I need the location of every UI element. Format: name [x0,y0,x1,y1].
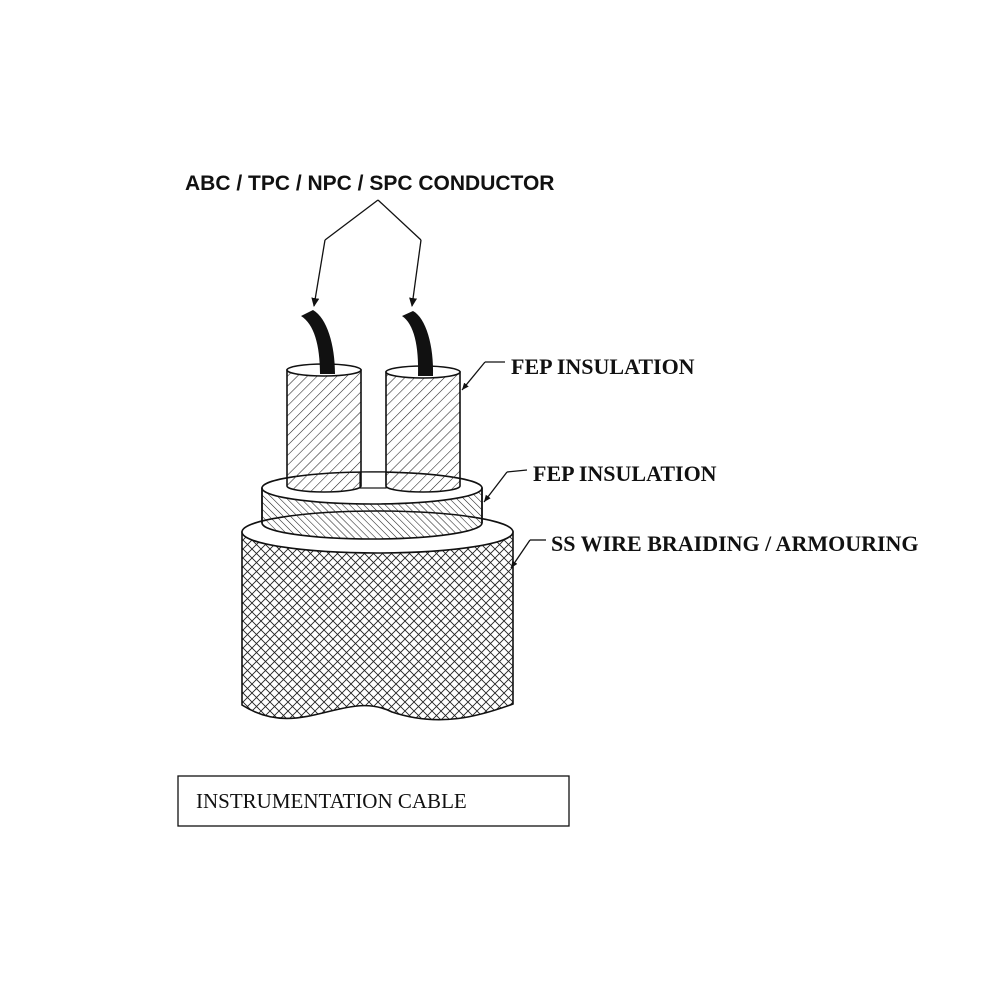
conductor-leaders [311,199,422,307]
conductor-right [402,311,434,376]
core-right [385,311,461,493]
diagram-title: INSTRUMENTATION CABLE [196,789,467,813]
title-box: INSTRUMENTATION CABLE [177,775,570,827]
core-left [286,310,362,493]
core-insulation-leader [461,361,505,391]
braiding-layer [241,510,514,721]
core-insulation-label: FEP INSULATION [511,354,695,379]
braiding-label: SS WIRE BRAIDING / ARMOURING [551,531,919,556]
conductor-label: ABC / TPC / NPC / SPC CONDUCTOR [185,172,554,195]
outer-insulation-leader [483,469,528,503]
braiding-leader [510,539,546,569]
conductor-left [301,310,335,374]
filler [359,471,387,489]
outer-insulation-label: FEP INSULATION [533,461,717,486]
